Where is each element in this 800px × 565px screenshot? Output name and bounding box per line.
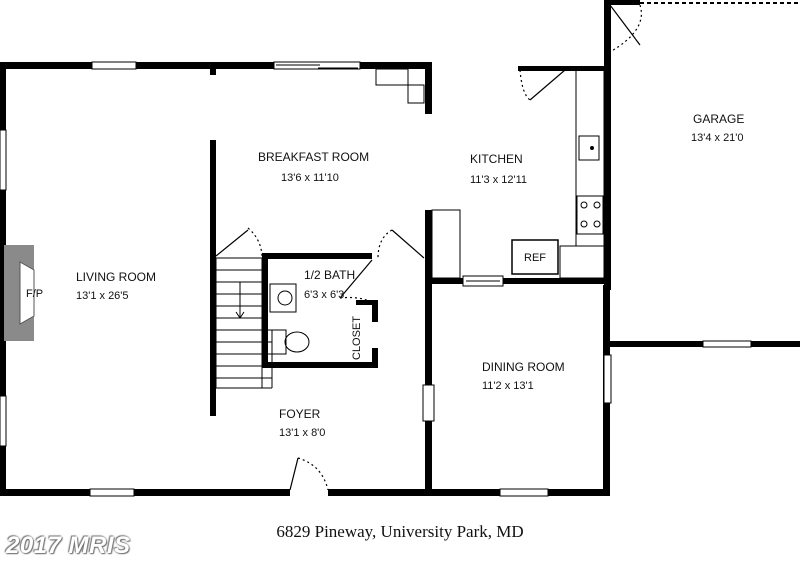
watermark: 2017 MRIS	[6, 532, 131, 559]
garage-name: GARAGE	[693, 112, 744, 126]
half-bath-size: 6'3 x 6'3	[304, 289, 344, 301]
stove-icon	[576, 195, 604, 235]
exterior-walls	[0, 0, 800, 496]
sink-icon	[578, 135, 600, 161]
kitchen-name: KITCHEN	[470, 152, 523, 166]
floor-plan: LIVING ROOM 13'1 x 26'5 BREAKFAST ROOM 1…	[0, 0, 800, 497]
kitchen-counters	[431, 69, 605, 279]
breakfast-room-size: 13'6 x 11'10	[281, 172, 339, 184]
dining-doorway	[422, 275, 504, 422]
living-room-size: 13'1 x 26'5	[76, 290, 129, 302]
pantry-shelves	[375, 68, 425, 104]
garage-size: 13'4 x 21'0	[691, 132, 744, 144]
breakfast-room-name: BREAKFAST ROOM	[258, 150, 369, 164]
sliding-door-lines	[276, 64, 358, 69]
half-bath-name: 1/2 BATH	[304, 268, 355, 282]
toilet-icon	[271, 329, 310, 355]
fireplace	[4, 245, 35, 341]
foyer-size: 13'1 x 8'0	[279, 427, 325, 439]
dining-room-name: DINING ROOM	[482, 360, 565, 374]
closet-label: CLOSET	[351, 316, 363, 360]
refrigerator	[511, 239, 559, 275]
stairs	[215, 257, 273, 389]
kitchen-size: 11'3 x 12'11	[470, 174, 527, 186]
door-swings	[215, 4, 642, 491]
refrigerator-label: REF	[524, 252, 546, 264]
foyer-name: FOYER	[279, 407, 321, 421]
property-address: 6829 Pineway, University Park, MD	[276, 522, 524, 541]
sink-bath-icon	[269, 283, 297, 313]
living-room-name: LIVING ROOM	[76, 270, 156, 284]
interior-walls	[210, 62, 607, 490]
fireplace-label: F/P	[26, 288, 43, 300]
dining-room-size: 11'2 x 13'1	[482, 380, 534, 392]
